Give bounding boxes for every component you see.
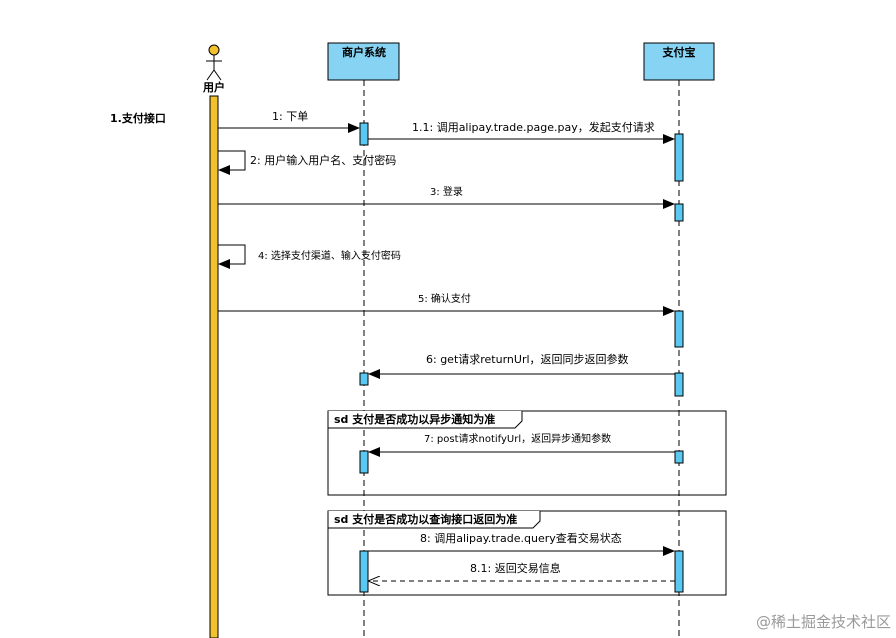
alipay-activation-3 bbox=[674, 203, 684, 222]
merchant-activation-8 bbox=[359, 550, 369, 593]
alipay-actor-box bbox=[643, 42, 715, 81]
fragment-1-label: sd 支付是否成功以异步通知为准 bbox=[334, 412, 495, 426]
section-label: 1.支付接口 bbox=[110, 111, 166, 125]
watermark: @稀土掘金技术社区 bbox=[756, 613, 891, 631]
message-4-arrow bbox=[218, 244, 246, 269]
message-8-label: 8: 调用alipay.trade.query查看交易状态 bbox=[420, 531, 622, 545]
message-8-1-label: 8.1: 返回交易信息 bbox=[470, 561, 561, 575]
message-2-arrow bbox=[218, 150, 246, 175]
user-activation-bar bbox=[209, 95, 219, 638]
merchant-activation-7 bbox=[359, 450, 369, 474]
alipay-activation-6 bbox=[674, 372, 684, 397]
fragment-1-tab bbox=[327, 411, 523, 429]
user-actor-icon bbox=[206, 44, 222, 81]
alipay-activation-7 bbox=[674, 450, 684, 464]
alipay-actor-label: 支付宝 bbox=[662, 45, 696, 59]
user-actor-label: 用户 bbox=[203, 80, 225, 94]
message-4-label: 4: 选择支付渠道、输入支付密码 bbox=[258, 249, 401, 262]
message-1-label: 1: 下单 bbox=[272, 110, 308, 123]
alipay-activation-1 bbox=[674, 133, 684, 182]
message-2-label: 2: 用户输入用户名、支付密码 bbox=[250, 153, 396, 167]
merchant-actor-box bbox=[327, 42, 400, 81]
message-3-label: 3: 登录 bbox=[430, 185, 463, 198]
message-6-label: 6: get请求returnUrl，返回同步返回参数 bbox=[426, 352, 629, 366]
merchant-actor-label: 商户系统 bbox=[342, 45, 386, 59]
alipay-activation-5 bbox=[674, 310, 684, 348]
message-7-label: 7: post请求notifyUrl，返回异步通知参数 bbox=[424, 432, 611, 445]
merchant-activation-1 bbox=[359, 122, 369, 146]
fragment-2-label: sd 支付是否成功以查询接口返回为准 bbox=[334, 512, 517, 526]
fragment-1-frame bbox=[327, 410, 727, 496]
fragment-2-tab bbox=[327, 511, 541, 529]
message-1-1-label: 1.1: 调用alipay.trade.page.pay，发起支付请求 bbox=[412, 120, 655, 134]
message-5-label: 5: 确认支付 bbox=[418, 292, 471, 305]
merchant-activation-6 bbox=[359, 372, 369, 386]
alipay-activation-8 bbox=[674, 550, 684, 593]
